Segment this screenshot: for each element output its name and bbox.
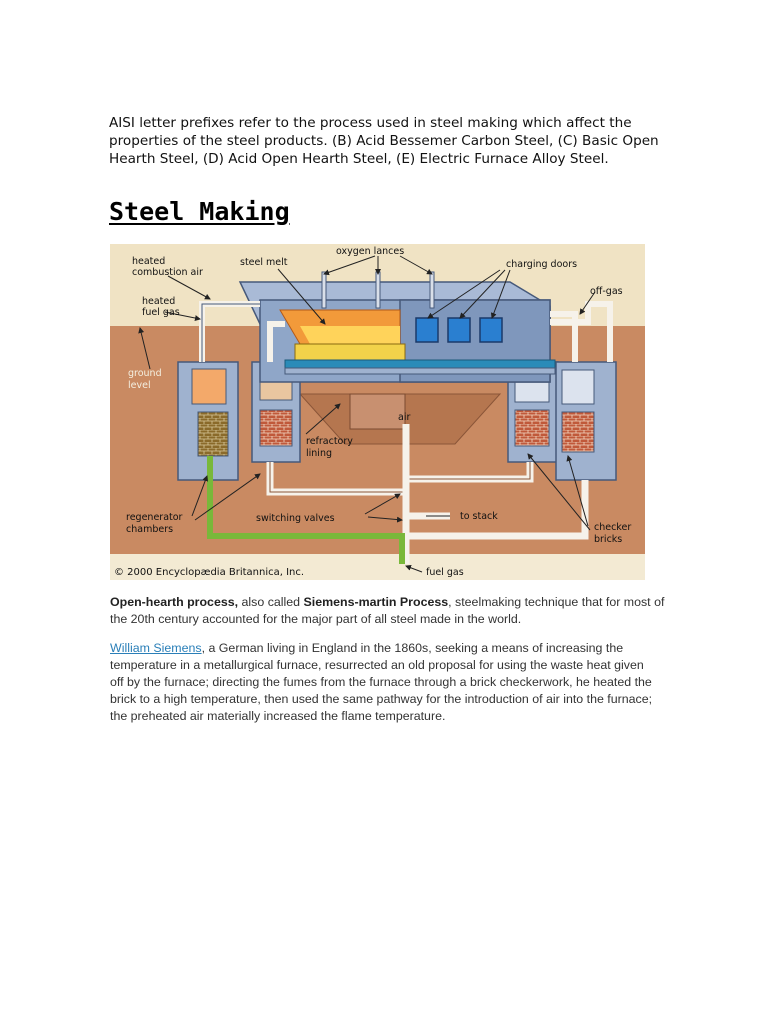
label-refractory-lining-2: lining — [306, 448, 332, 459]
caption-also-called: also called — [238, 595, 304, 609]
label-switching-valves: switching valves — [256, 513, 335, 524]
label-steel-melt: steel melt — [240, 257, 288, 268]
open-hearth-furnace-diagram: oxygen lances heated combustion air stee… — [110, 244, 645, 580]
label-ground-level-2: level — [128, 380, 151, 391]
label-to-stack: to stack — [460, 511, 498, 522]
caption-alt-term: Siemens-martin Process — [303, 595, 449, 609]
william-siemens-link[interactable]: William Siemens — [110, 641, 202, 655]
intro-paragraph: AISI letter prefixes refer to the proces… — [109, 115, 659, 167]
label-checker-bricks-1: checker — [594, 522, 631, 533]
label-heated-fuel-gas-2: fuel gas — [142, 307, 180, 318]
label-heated-fuel-gas-1: heated — [142, 296, 175, 307]
label-fuel-gas: fuel gas — [426, 567, 464, 578]
label-charging-doors: charging doors — [506, 259, 577, 270]
label-regenerator-chambers-2: chambers — [126, 524, 173, 535]
label-ground-level-1: ground — [128, 368, 162, 379]
label-checker-bricks-2: bricks — [594, 534, 622, 545]
label-heated-combustion-air-1: heated — [132, 256, 165, 267]
label-refractory-lining-1: refractory — [306, 436, 353, 447]
section-heading: Steel Making — [109, 197, 290, 226]
label-off-gas: off-gas — [590, 286, 623, 297]
diagram-svg: oxygen lances heated combustion air stee… — [110, 244, 645, 580]
caption-rest: , steelmaking technique that for most of… — [110, 595, 665, 626]
label-heated-combustion-air-2: combustion air — [132, 267, 203, 278]
caption-paragraph: Open-hearth process, also called Siemens… — [110, 594, 670, 628]
label-regenerator-chambers-1: regenerator — [126, 512, 183, 523]
diagram-copyright: © 2000 Encyclopædia Britannica, Inc. — [114, 567, 304, 578]
furnace-body — [238, 271, 556, 383]
body-paragraph: William Siemens, a German living in Engl… — [110, 640, 660, 725]
body-text: , a German living in England in the 1860… — [110, 641, 653, 723]
caption-term: Open-hearth process, — [110, 595, 239, 609]
label-oxygen-lances: oxygen lances — [336, 246, 404, 257]
label-air: air — [398, 412, 410, 423]
